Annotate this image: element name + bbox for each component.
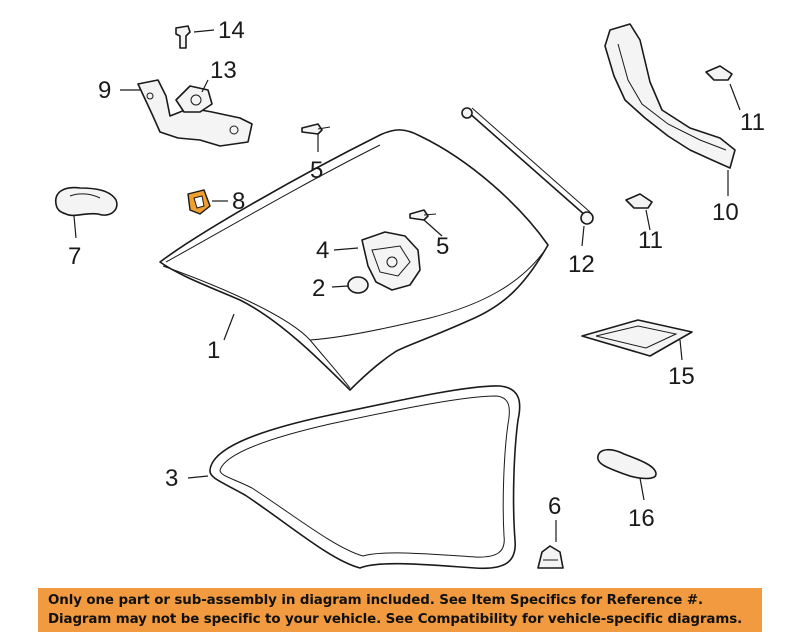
part-hinge-bracket [137,79,253,147]
part-clip-5a [301,123,331,135]
part-grommet [55,186,118,217]
part-clip-5b [409,209,437,221]
disclaimer-line-1: Only one part or sub-assembly in diagram… [48,593,703,608]
callout-14: 14 [218,17,245,44]
part-bumper-cap [347,276,369,294]
callout-15: 15 [668,363,695,390]
callout-13: 13 [210,57,237,84]
callout-2: 2 [312,275,325,302]
part-clip-11a [705,65,733,81]
disclaimer-line-2: Diagram may not be specific to your vehi… [48,612,743,627]
part-clip-11b [625,193,653,209]
part-hinge [175,85,213,113]
part-weatherstrip [209,385,521,570]
callout-10: 10 [712,199,739,226]
part-latch [361,231,421,291]
part-strut [461,107,594,225]
part-lamp [597,448,657,480]
callout-3: 3 [165,465,178,492]
part-pad [581,319,693,357]
part-trunk-lid [159,129,549,391]
callout-9: 9 [98,77,111,104]
part-side-panel [604,23,736,169]
parts-diagram: 1 2 3 4 5 5 6 7 8 9 10 11 11 12 13 14 15… [55,17,765,570]
part-bumper-stop [537,545,564,569]
callout-11b: 11 [638,227,663,254]
callout-8: 8 [232,188,245,215]
callout-6: 6 [548,493,561,520]
part-bolt [175,25,191,49]
callout-16: 16 [628,505,655,532]
callout-12: 12 [568,251,595,278]
leader-lines [73,29,741,542]
callout-7: 7 [68,243,81,270]
callout-1: 1 [207,337,220,364]
callout-5b: 5 [436,233,449,260]
disclaimer-banner: Only one part or sub-assembly in diagram… [38,588,762,632]
callout-11a: 11 [740,109,765,136]
callout-4: 4 [316,237,329,264]
callout-labels: 1 2 3 4 5 5 6 7 8 9 10 11 11 12 13 14 15… [68,17,765,532]
part-cushion-highlighted [187,189,211,215]
callout-5a: 5 [310,157,323,184]
